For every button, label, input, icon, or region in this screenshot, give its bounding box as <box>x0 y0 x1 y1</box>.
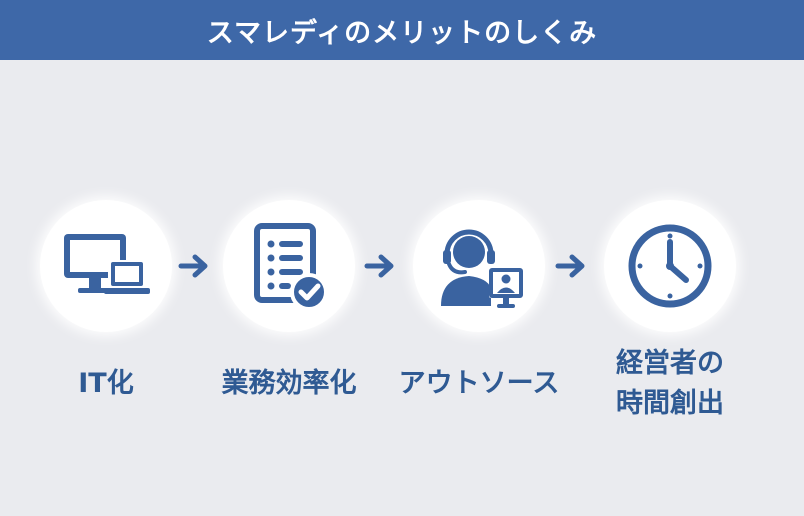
page-title: スマレディのメリットのしくみ <box>206 17 598 49</box>
clock-icon <box>628 224 712 308</box>
step-label-outsource: アウトソース <box>398 368 560 399</box>
header-bar: スマレディのメリットのしくみ <box>0 0 804 60</box>
step-label-it: IT化 <box>78 368 134 399</box>
step-time-circle <box>604 200 736 332</box>
headset-operator-icon <box>441 229 523 308</box>
step-it-circle <box>40 200 172 332</box>
step-efficiency-circle <box>223 200 355 332</box>
step-label-efficiency: 業務効率化 <box>221 368 357 399</box>
arrow-right-icon <box>178 254 208 278</box>
arrow-right-icon <box>364 254 394 278</box>
step-outsource-circle <box>413 200 545 332</box>
step-label-time: 経営者の 時間創出 <box>616 348 724 419</box>
arrow-right-icon <box>555 254 585 278</box>
checklist-document-icon <box>254 223 328 311</box>
computer-devices-icon <box>64 234 150 294</box>
